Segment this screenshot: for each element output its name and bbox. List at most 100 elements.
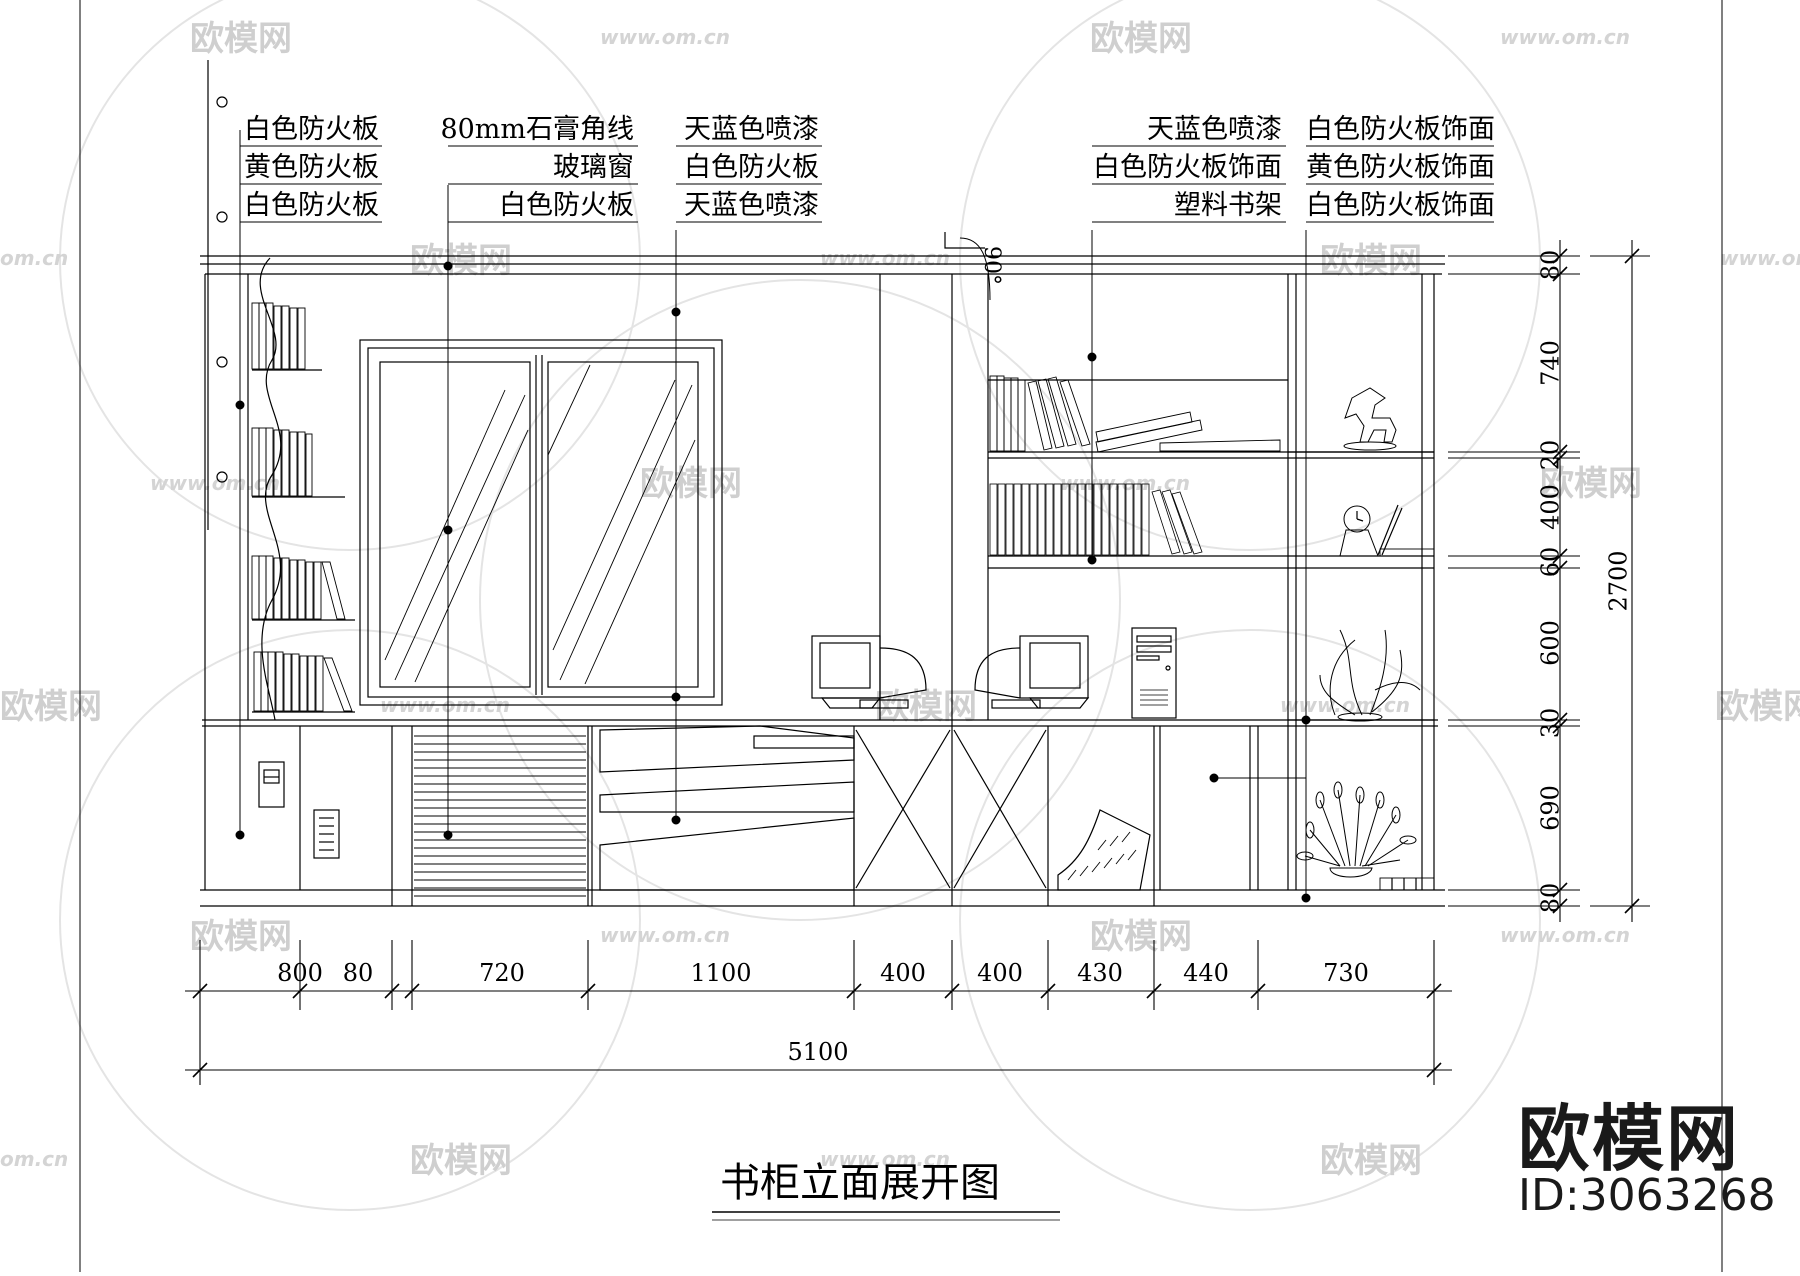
book-spine (1053, 483, 1062, 556)
brand-id: ID:3063268 (1518, 1170, 1776, 1221)
watermark-short: om.cn (0, 1147, 68, 1171)
material-label: 80mm石膏角线 (440, 114, 634, 145)
watermark-brand: 欧模网 (1090, 19, 1192, 59)
watermark-url: www.om.cn (600, 25, 730, 49)
shelf-books-middle (989, 483, 1203, 556)
watermark-url: www.om.cn (820, 1147, 950, 1171)
watermark-brand: 欧模网 (1320, 241, 1422, 281)
watermark-brand: 欧模网 (0, 687, 102, 727)
curved-shelf-unit (207, 60, 355, 721)
computer-monitors (811, 627, 1177, 719)
watermark-url: www.om.cn (1500, 25, 1630, 49)
dimension-value: 30 (1537, 708, 1565, 739)
material-label: 黄色防火板饰面 (1306, 152, 1495, 183)
material-label: 天蓝色喷漆 (684, 114, 819, 145)
shelf-books-4 (253, 651, 353, 712)
shelf-books-3 (251, 555, 346, 620)
book-spine (1093, 483, 1102, 556)
book-spine (1037, 483, 1046, 556)
watermark-brand: 欧模网 (1715, 687, 1800, 727)
dimension-total: 5100 (787, 1038, 848, 1066)
dimension-lines (185, 240, 1650, 1085)
dimension-value: 80 (343, 959, 374, 987)
material-label: 天蓝色喷漆 (1147, 114, 1282, 145)
material-label: 白色防火板 (684, 152, 819, 183)
book-spine (1045, 483, 1054, 556)
material-label: 白色防火板饰面 (1306, 114, 1495, 145)
watermark-url: www.om.cn (1500, 923, 1630, 947)
material-callouts: 白色防火板黄色防火板白色防火板80mm石膏角线玻璃窗白色防火板天蓝色喷漆白色防火… (244, 114, 1495, 221)
material-label: 黄色防火板 (244, 152, 379, 183)
leader-lines (235, 130, 1311, 903)
watermark-brand: 欧模网 (640, 464, 742, 504)
dimension-value: 20 (1537, 440, 1565, 471)
watermark-brand: 欧模网 (875, 687, 977, 727)
watermark-arcs (59, 0, 1541, 1211)
watermark-brand: 欧模网 (190, 917, 292, 957)
desk-area (599, 274, 1259, 906)
book-spine (1029, 483, 1038, 556)
shelf-books-2 (251, 427, 313, 497)
dimension-value: 400 (880, 959, 926, 987)
watermark-brand: 欧模网 (1090, 917, 1192, 957)
dimension-value: 430 (1077, 959, 1123, 987)
material-label: 白色防火板 (499, 190, 634, 221)
shelf-books-top (989, 375, 1281, 453)
book-spine (997, 483, 1006, 556)
watermark-brand: 欧模网 (1320, 1141, 1422, 1181)
book-spine (1085, 483, 1094, 556)
material-label: 白色防火板饰面 (1306, 190, 1495, 221)
material-label: 白色防火板 (244, 190, 379, 221)
shelf-books-1 (251, 302, 306, 370)
potted-plant (1319, 629, 1421, 722)
material-label: 天蓝色喷漆 (684, 190, 819, 221)
brand-logo-text: 欧模网 (1518, 1097, 1741, 1181)
book-spine (1061, 483, 1070, 556)
angle-label: 90° (979, 246, 1004, 285)
dimension-value: 400 (1537, 484, 1565, 530)
dimension-value: 400 (977, 959, 1023, 987)
dimension-value: 80 (1537, 250, 1565, 281)
book-spine (1109, 483, 1118, 556)
clock (1343, 505, 1371, 533)
watermark-url: www.om.cn (1720, 246, 1800, 270)
book-spine (1125, 483, 1134, 556)
book-spine (1077, 483, 1086, 556)
dimension-value: 740 (1537, 340, 1565, 386)
watermark-url: www.om.cn (150, 471, 280, 495)
right-shelving (944, 232, 1435, 891)
book-spine (1101, 483, 1110, 556)
book-spine (1069, 483, 1078, 556)
window (359, 339, 723, 706)
book-spine (989, 483, 998, 556)
material-label: 玻璃窗 (553, 152, 634, 183)
louvered-door (414, 735, 586, 897)
watermark-brand: 欧模网 (410, 1141, 512, 1181)
dimension-value: 60 (1537, 547, 1565, 578)
dimension-value: 440 (1183, 959, 1229, 987)
dimension-value: 80 (1537, 883, 1565, 914)
dimension-height: 2700 (1605, 550, 1633, 611)
dimension-value: 690 (1537, 785, 1565, 831)
material-label: 白色防火板饰面 (1093, 152, 1282, 183)
book-spine (1117, 483, 1126, 556)
dimension-value: 600 (1537, 620, 1565, 666)
book-spine (1021, 483, 1030, 556)
book-spine (1013, 483, 1022, 556)
dimension-value: 800 (277, 959, 323, 987)
sheet-border (79, 0, 1723, 1272)
watermark-brand: 欧模网 (190, 19, 292, 59)
dimension-value: 1100 (690, 959, 751, 987)
book-spine (1133, 483, 1142, 556)
horse-figurine (1344, 387, 1397, 443)
lower-left-cabinets (258, 726, 593, 906)
dimension-value: 720 (479, 959, 525, 987)
drawing-title: 书柜立面展开图 (720, 1160, 1000, 1206)
flower-arrangement (1296, 781, 1417, 878)
watermark-short: om.cn (0, 246, 68, 270)
watermark-url: www.om.cn (600, 923, 730, 947)
watermark-brand: 欧模网 (410, 241, 512, 281)
book-spine (1005, 483, 1014, 556)
